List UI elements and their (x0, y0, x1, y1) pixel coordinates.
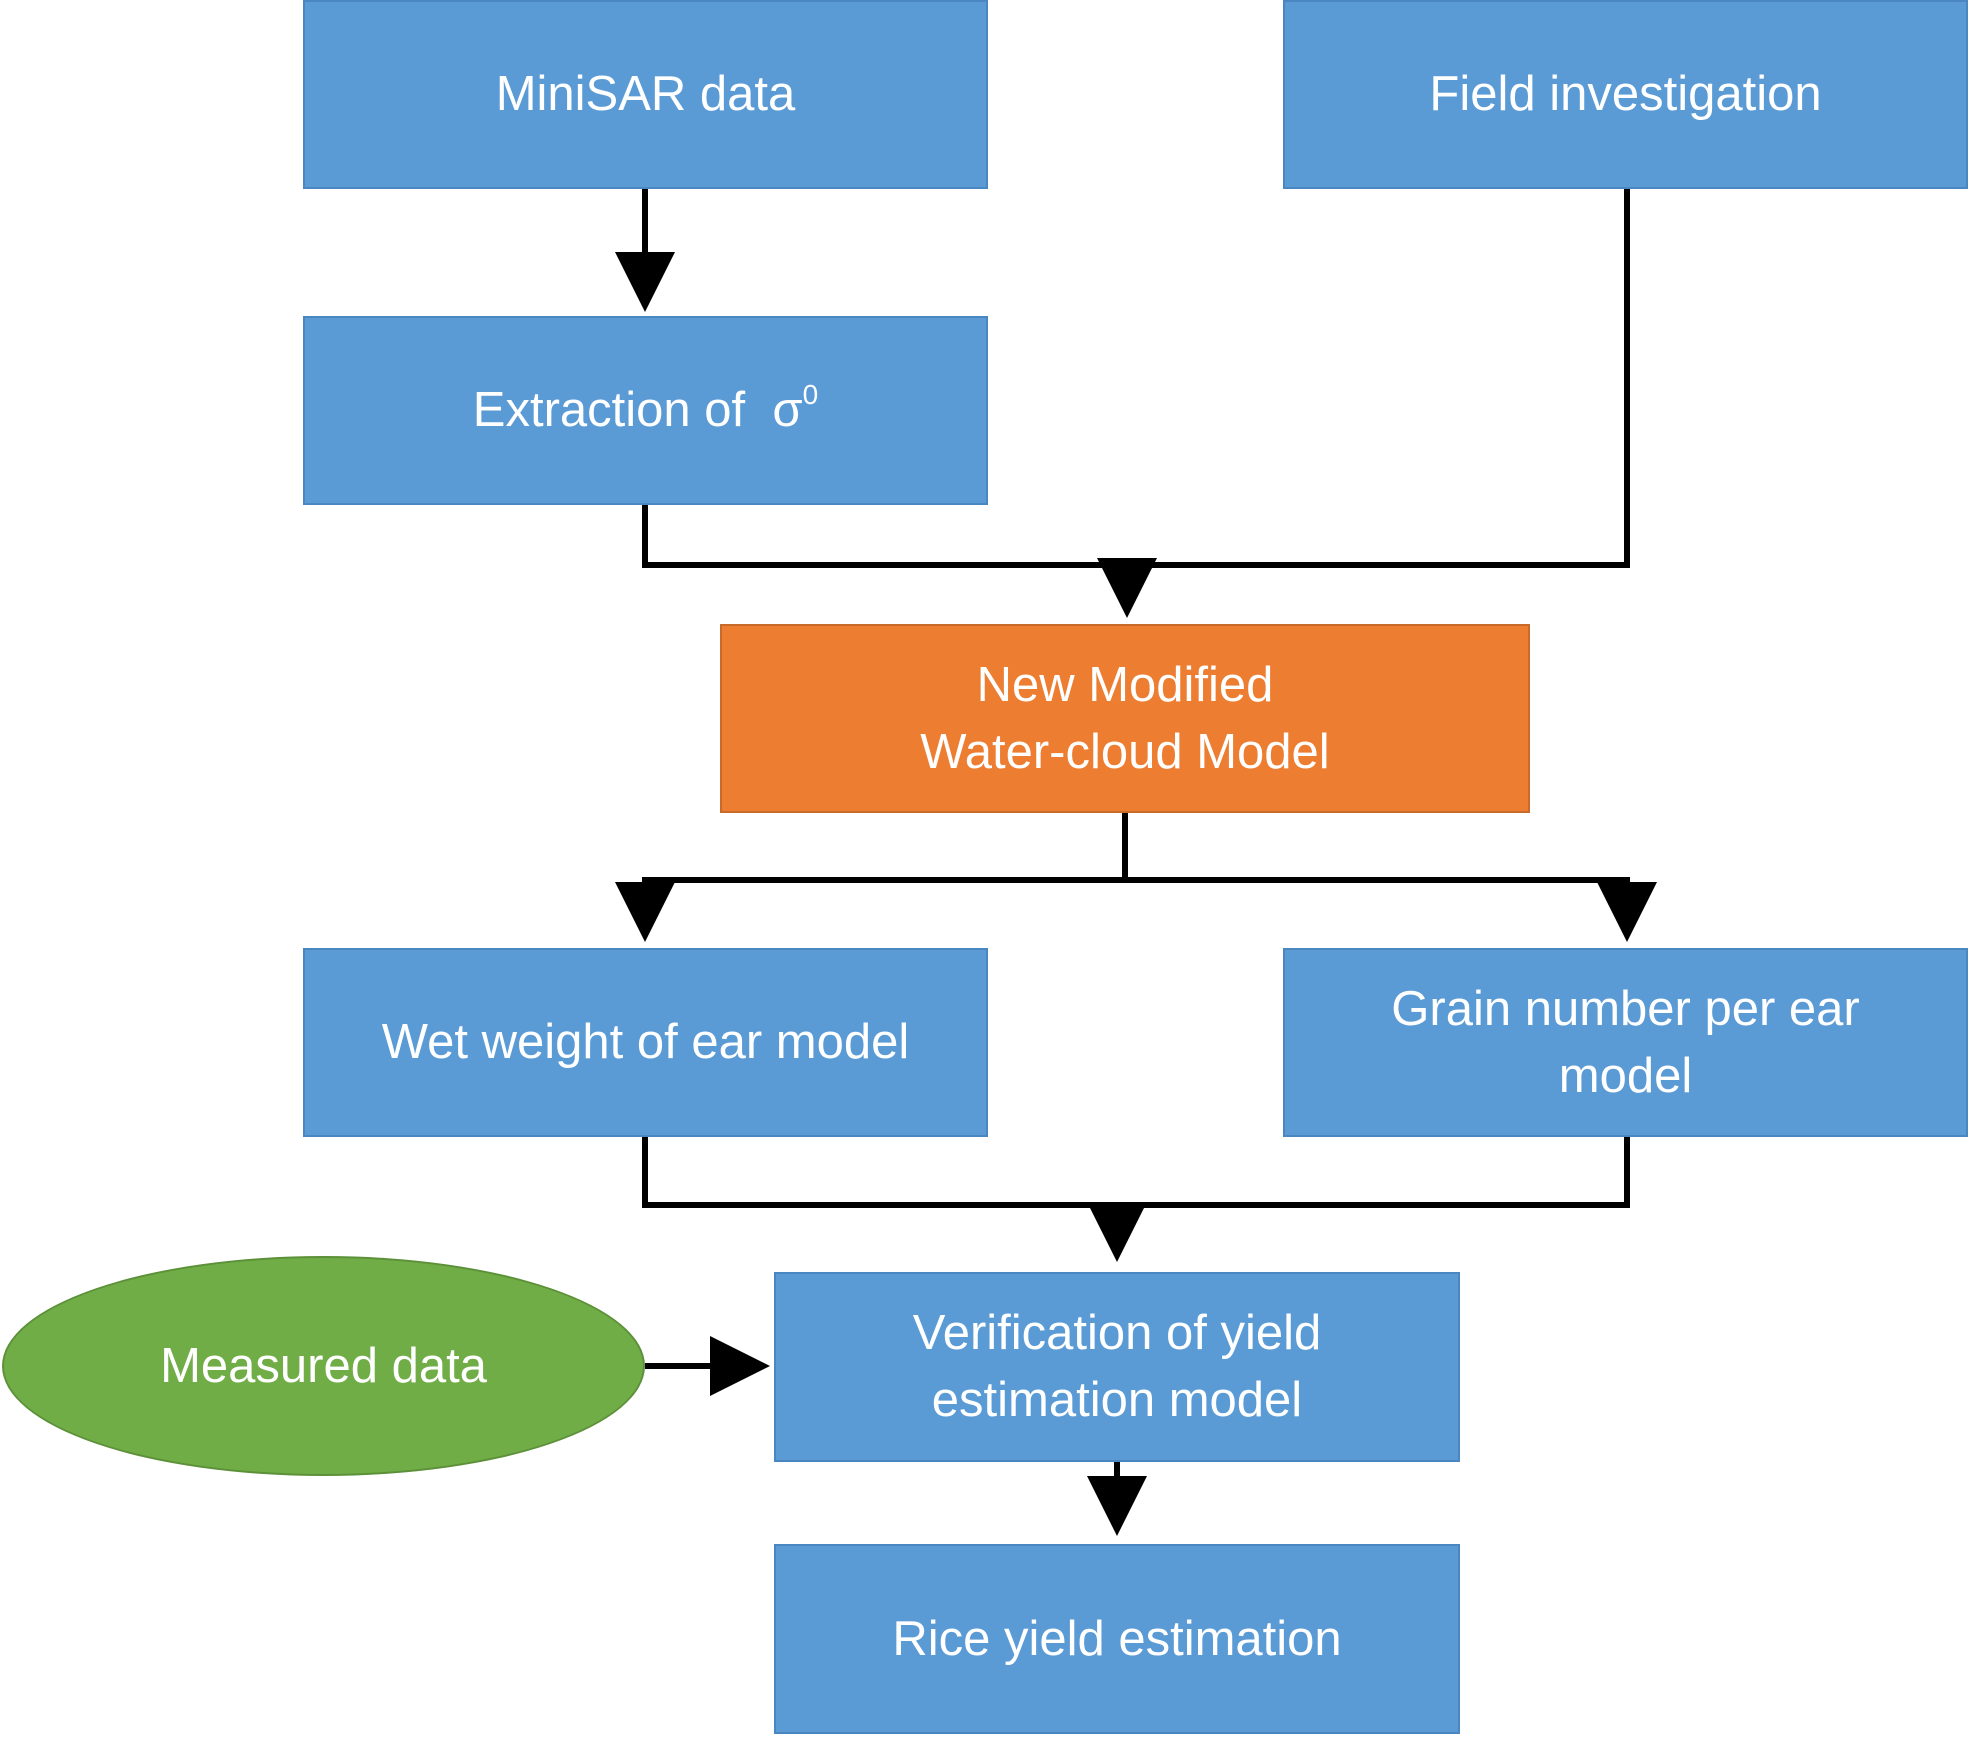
sigma-superscript: 0 (802, 379, 819, 410)
arrow-split-to-grain-number (1125, 877, 1657, 942)
wet-weight-box: Wet weight of ear model (303, 948, 988, 1137)
rice-yield-box: Rice yield estimation (774, 1544, 1460, 1734)
connector-field-to-merge (1127, 189, 1630, 568)
grain-number-line1: Grain number per ear (1391, 981, 1860, 1036)
extraction-label: Extraction of σ0 (473, 377, 818, 444)
grain-number-line2: model (1558, 1048, 1693, 1103)
verification-line2: estimation model (931, 1373, 1303, 1427)
verification-line1: Verification of yield (912, 1306, 1322, 1360)
water-cloud-model-line1: New Modified (976, 657, 1274, 712)
measured-data-ellipse: Measured data (2, 1256, 645, 1476)
extraction-text: Extraction of σ (472, 383, 803, 437)
grain-number-box: Grain number per ear model (1283, 948, 1968, 1137)
minisar-data-box: MiniSAR data (303, 0, 988, 189)
wet-weight-label: Wet weight of ear model (381, 1015, 910, 1069)
rice-yield-label: Rice yield estimation (892, 1611, 1342, 1666)
verification-box: Verification of yield estimation model (774, 1272, 1460, 1462)
water-cloud-model-line2: Water-cloud Model (920, 724, 1330, 779)
field-investigation-box: Field investigation (1283, 0, 1968, 189)
water-cloud-model-box: New Modified Water-cloud Model (720, 624, 1530, 813)
arrow-split-to-wet-weight (615, 877, 1125, 942)
field-investigation-label: Field investigation (1429, 67, 1822, 121)
connector-wet-weight-to-merge (642, 1137, 1117, 1208)
connector-grain-number-to-merge (1117, 1137, 1630, 1208)
minisar-data-label: MiniSAR data (495, 67, 796, 121)
extraction-box: Extraction of σ0 (303, 316, 988, 505)
connector-extraction-to-merge (642, 505, 1127, 568)
measured-data-label: Measured data (160, 1338, 487, 1393)
